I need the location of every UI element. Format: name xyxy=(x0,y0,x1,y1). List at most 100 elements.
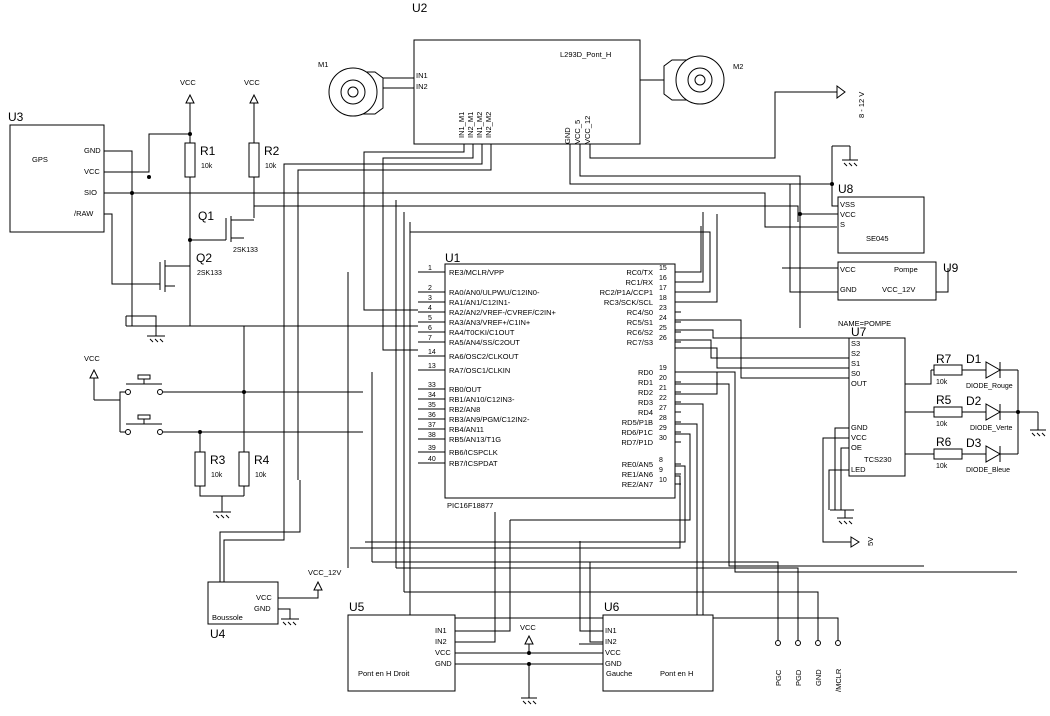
q1-transistor-icon xyxy=(190,216,254,242)
u1-pin-name: RB5/AN13/T1G xyxy=(449,435,501,444)
u8-pin-vcc: VCC xyxy=(840,210,856,219)
wire-in1m1 xyxy=(363,144,465,311)
header-pins xyxy=(775,640,841,646)
d2-ref: D2 xyxy=(966,394,982,408)
u1-pin-name: RC2/P1A/CCP1 xyxy=(600,288,653,297)
u9-ref: U9 xyxy=(943,261,959,275)
vcc-label-r1: VCC xyxy=(180,78,196,87)
u2-body xyxy=(413,39,641,145)
u6-pin-in1: IN1 xyxy=(605,626,617,635)
u1-pin-number: 18 xyxy=(659,295,667,302)
wire-u7-oe xyxy=(840,447,849,510)
wire-rc5-s3 xyxy=(675,329,849,339)
5v-arrow-icon xyxy=(850,536,860,548)
u1-pin-number: 39 xyxy=(428,445,436,452)
vcc-arrow-icon xyxy=(249,93,259,143)
diode-d1-icon xyxy=(985,361,1018,379)
r3-ref: R3 xyxy=(210,453,226,467)
u1-ref: U1 xyxy=(445,251,461,265)
u7-pin-vcc: VCC xyxy=(851,433,867,442)
u3-body xyxy=(9,124,105,233)
hdr-pgd: PGD xyxy=(794,669,803,686)
u1-pin-name: RE2/AN7 xyxy=(622,480,653,489)
u1-pin-number: 15 xyxy=(659,265,667,272)
r7-value: 10k xyxy=(936,379,948,386)
u2-part: L293D_Pont_H xyxy=(560,50,611,59)
u7-ref: U7 xyxy=(851,325,867,339)
wire-in1m2 xyxy=(283,144,483,494)
u1-pin-name: RC5/S1 xyxy=(627,318,653,327)
u1-pin-name: RC1/RX xyxy=(625,278,653,287)
u1-pin-name: RB4/AN11 xyxy=(449,425,484,434)
wire-rc1 xyxy=(675,212,704,283)
u4-body xyxy=(207,581,279,625)
u1-pin-number: 2 xyxy=(428,285,432,292)
r2-value: 10k xyxy=(265,163,277,170)
u9-pin-pompe: Pompe xyxy=(894,265,918,274)
u1-pin-number: 40 xyxy=(428,456,436,463)
u7-body xyxy=(848,337,906,477)
u1-pin-name: RE1/AN6 xyxy=(622,470,653,479)
r1-body xyxy=(184,142,196,178)
q2-transistor-icon xyxy=(159,260,190,292)
u5-pin-in1: IN1 xyxy=(435,626,447,635)
u1-pin-number: 8 xyxy=(659,457,663,464)
wire-rd0 xyxy=(675,371,1017,573)
wire-u9-vcc12 xyxy=(936,268,949,293)
wire-re1 xyxy=(350,475,681,549)
u2-pin-in2m1: IN2_M1 xyxy=(466,112,475,138)
r4-body xyxy=(238,451,250,487)
u1-pin-number: 23 xyxy=(659,305,667,312)
q1-ref: Q1 xyxy=(198,209,214,223)
u1-pin-number: 16 xyxy=(659,275,667,282)
motor-m1-icon xyxy=(328,67,414,117)
u2-pin-in2m2: IN2_M2 xyxy=(484,112,493,138)
u1-pin-name: RA1/AN1/C12IN1- xyxy=(449,298,511,307)
u7-pin-oe: OE xyxy=(851,443,862,452)
u1-pin-number: 25 xyxy=(659,325,667,332)
u1-pin-name: RD3 xyxy=(638,398,653,407)
u7-attr: NAME=POMPE xyxy=(838,319,891,328)
u3-pin-sio: SIO xyxy=(84,188,97,197)
u4-ref: U4 xyxy=(210,627,226,641)
u7-pin-s1: S1 xyxy=(851,359,860,368)
u1-pin-number: 14 xyxy=(428,349,436,356)
wire-u6-in2 xyxy=(589,562,603,643)
u2-pin-vcc5: VCC_5 xyxy=(573,120,582,144)
u7-pin-s3: S3 xyxy=(851,339,860,348)
diode-d3-icon xyxy=(985,445,1018,463)
wire-u2-vcc5 xyxy=(579,144,801,328)
r7-body xyxy=(933,364,963,376)
u6-pin-vcc: VCC xyxy=(605,648,621,657)
wire-u4-vcc xyxy=(278,588,319,599)
u9-body xyxy=(837,261,937,301)
m2-label: M2 xyxy=(733,62,743,71)
u1-pin-name: RD2 xyxy=(638,388,653,397)
u1-pin-name: RA3/AN3/VREF+/C1IN+ xyxy=(449,318,531,327)
u1-pin-number: 3 xyxy=(428,295,432,302)
r4-value: 10k xyxy=(255,472,267,479)
u8-body xyxy=(837,196,925,254)
u1-pin-number: 24 xyxy=(659,315,667,322)
u2-pin-in1: IN1 xyxy=(416,71,428,80)
u1-pin-name: RD7/P1D xyxy=(621,438,653,447)
u1-pin-name: RC6/S2 xyxy=(627,328,653,337)
u1-pin-name: RC3/SCK/SCL xyxy=(604,298,653,307)
u1-pin-name: RA4/T0CKI/C1OUT xyxy=(449,328,515,337)
wire-gps-gnd xyxy=(104,150,133,326)
u9-pin-vcc: VCC xyxy=(840,265,856,274)
wire-u7-led xyxy=(828,469,849,510)
wire-rd2 xyxy=(675,372,718,395)
u1-pin-number: 10 xyxy=(659,477,667,484)
u5-ref: U5 xyxy=(349,600,365,614)
q2-part: 2SK133 xyxy=(197,270,222,277)
hdr-pgc: PGC xyxy=(774,669,783,686)
diode-d2-icon xyxy=(985,403,1018,421)
u1-pin-name: RC7/S3 xyxy=(627,338,653,347)
d2-name: DIODE_Verte xyxy=(970,425,1013,432)
u1-pin-number: 1 xyxy=(428,265,432,272)
u1-pin-name: RA2/AN2/VREF-/CVREF/C2IN+ xyxy=(449,308,557,317)
wire-gnd-jumper xyxy=(125,315,157,326)
pushbutton-icon xyxy=(119,374,363,400)
